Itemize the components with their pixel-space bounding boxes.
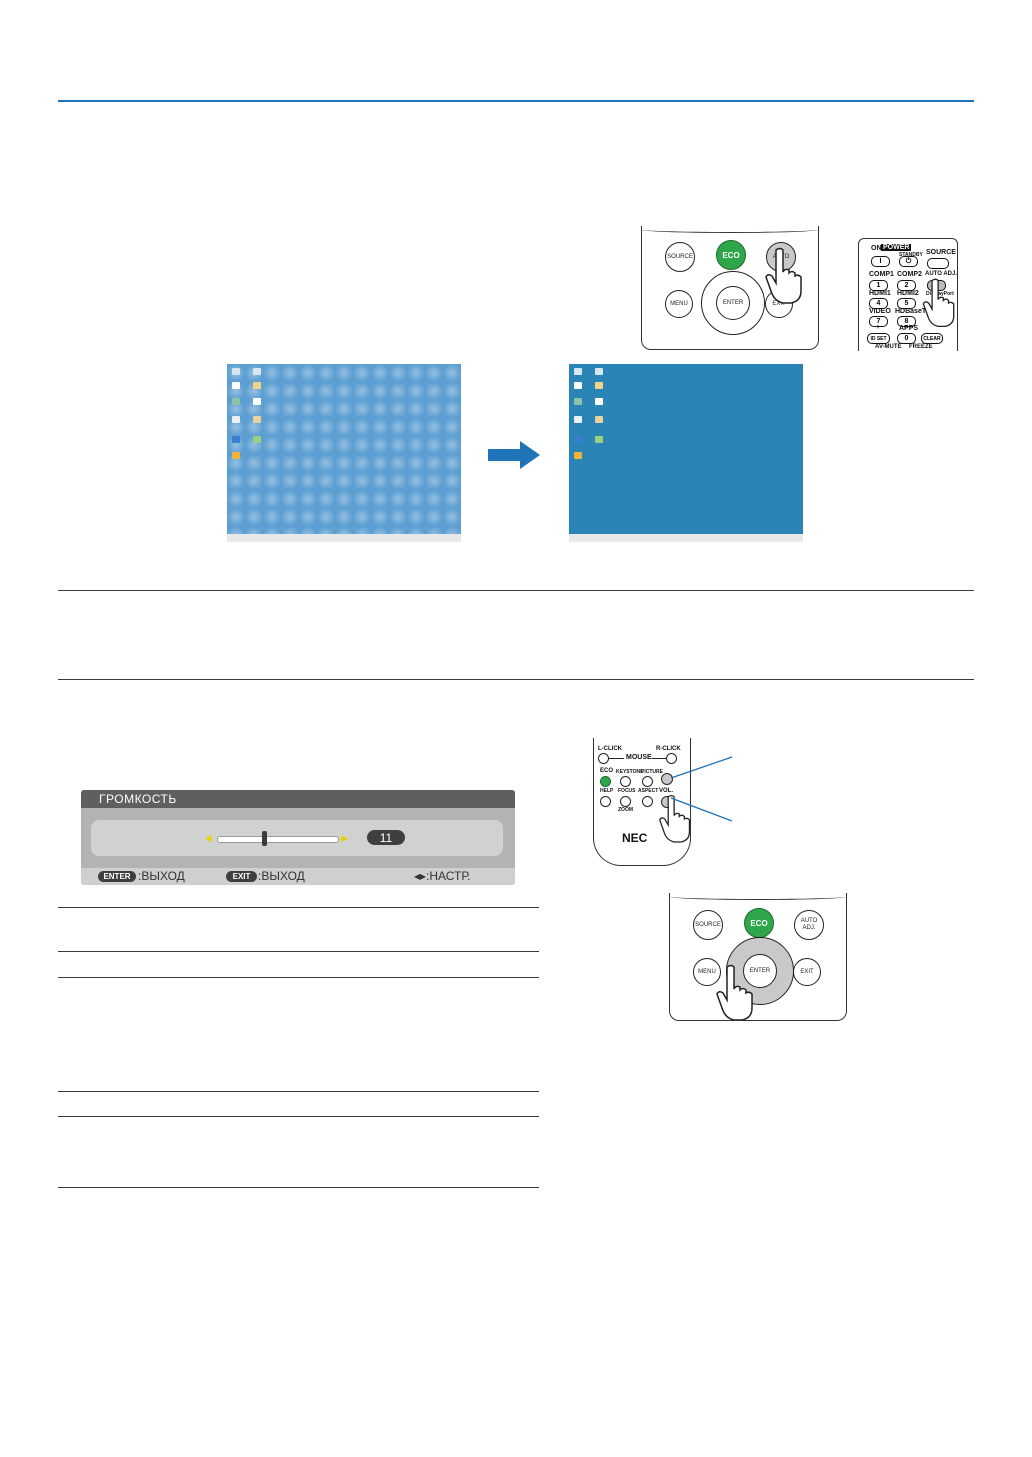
exit-key-badge: EXIT (226, 871, 257, 882)
apps-key: 0 (897, 333, 916, 344)
mouse-label: MOUSE (626, 754, 652, 761)
eco-button (600, 776, 611, 787)
menu-button: MENU (665, 290, 693, 318)
comp2-label: COMP2 (897, 271, 922, 278)
eco-button: ECO (744, 908, 774, 938)
table-rule (58, 951, 539, 952)
table-rule (58, 977, 539, 978)
freeze-label: FREEZE (909, 344, 933, 350)
clear-key: CLEAR (921, 333, 943, 344)
enter-button: ENTER (716, 286, 750, 320)
comp1-label: COMP1 (869, 271, 894, 278)
table-rule (58, 1187, 539, 1188)
header-rule (58, 100, 974, 102)
enter-key-badge: ENTER (98, 871, 136, 882)
hdmi2-label: HDMI2 (897, 290, 919, 297)
arrow-right-icon (488, 441, 540, 469)
desktop-after-screenshot (569, 364, 803, 542)
focus-button (620, 796, 631, 807)
source-key (927, 258, 949, 269)
zoom-label: ZOOM (618, 807, 633, 813)
slider-knob[interactable] (262, 831, 267, 846)
desktop-before-screenshot (227, 364, 461, 542)
hand-pointer-icon (714, 963, 756, 1021)
aspect-button (642, 796, 653, 807)
remote-keypad-illustration: ON POWER STANDBY SOURCE I ⏻ COMP1 COMP2 … (858, 238, 958, 351)
table-rule (58, 1116, 539, 1117)
hdmi1-label: HDMI1 (869, 290, 891, 297)
keystone-button (620, 776, 631, 787)
volume-slider[interactable] (217, 836, 339, 843)
standby-key: ⏻ (899, 256, 918, 267)
hand-pointer-icon (764, 246, 804, 306)
taskbar (227, 534, 461, 542)
keystone-label: KEYSTONE (616, 769, 643, 775)
source-button: SOURCE (693, 910, 723, 940)
id-set-key: ID SET (867, 333, 890, 344)
table-rule (58, 907, 539, 908)
section-divider (58, 590, 974, 591)
osd-title: ГРОМКОСТЬ (99, 792, 177, 806)
on-key: I (871, 256, 890, 267)
exit-button: EXIT (793, 958, 821, 986)
focus-label: FOCUS (618, 788, 636, 794)
picture-button (642, 776, 653, 787)
arrow-right-icon: ▶ (341, 833, 348, 844)
arrow-left-icon: ◀ (205, 833, 212, 844)
apps-label: APPS (899, 325, 918, 332)
hand-pointer-icon (921, 277, 957, 329)
l-click-label: L-CLICK (598, 746, 622, 752)
help-button (600, 796, 611, 807)
av-mute-label: AV-MUTE (875, 344, 902, 350)
volume-value: 11 (367, 830, 405, 845)
r-click-label: R-CLICK (656, 746, 681, 752)
nec-logo: NEC (622, 831, 647, 845)
eco-label: ECO (600, 768, 613, 774)
volume-slider-panel: ◀ ▶ 11 (91, 820, 503, 856)
enter-exit-text: :ВЫХОД (138, 869, 185, 883)
exit-exit-text: :ВЫХОД (258, 869, 305, 883)
plus-label: + (876, 324, 880, 331)
source-button: SOURCE (665, 242, 695, 272)
remote-auto-illustration: SOURCE ECO AUTO ENTER MENU EXIT (641, 226, 819, 350)
taskbar (569, 534, 803, 542)
video-label: VIDEO (869, 308, 891, 315)
power-label: POWER (881, 244, 911, 251)
source-label: SOURCE (926, 249, 956, 256)
section-divider (58, 679, 974, 680)
eco-button: ECO (716, 240, 746, 270)
help-label: HELP (600, 788, 613, 794)
volume-osd: ГРОМКОСТЬ ◀ ▶ 11 ENTER :ВЫХОД EXIT :ВЫХО… (81, 790, 515, 885)
callout-lines (660, 755, 740, 825)
aspect-label: ASPECT (638, 788, 658, 794)
table-rule (58, 1091, 539, 1092)
adjust-text: ◂▸:НАСТР. (414, 869, 470, 883)
on-label: ON (871, 245, 882, 252)
